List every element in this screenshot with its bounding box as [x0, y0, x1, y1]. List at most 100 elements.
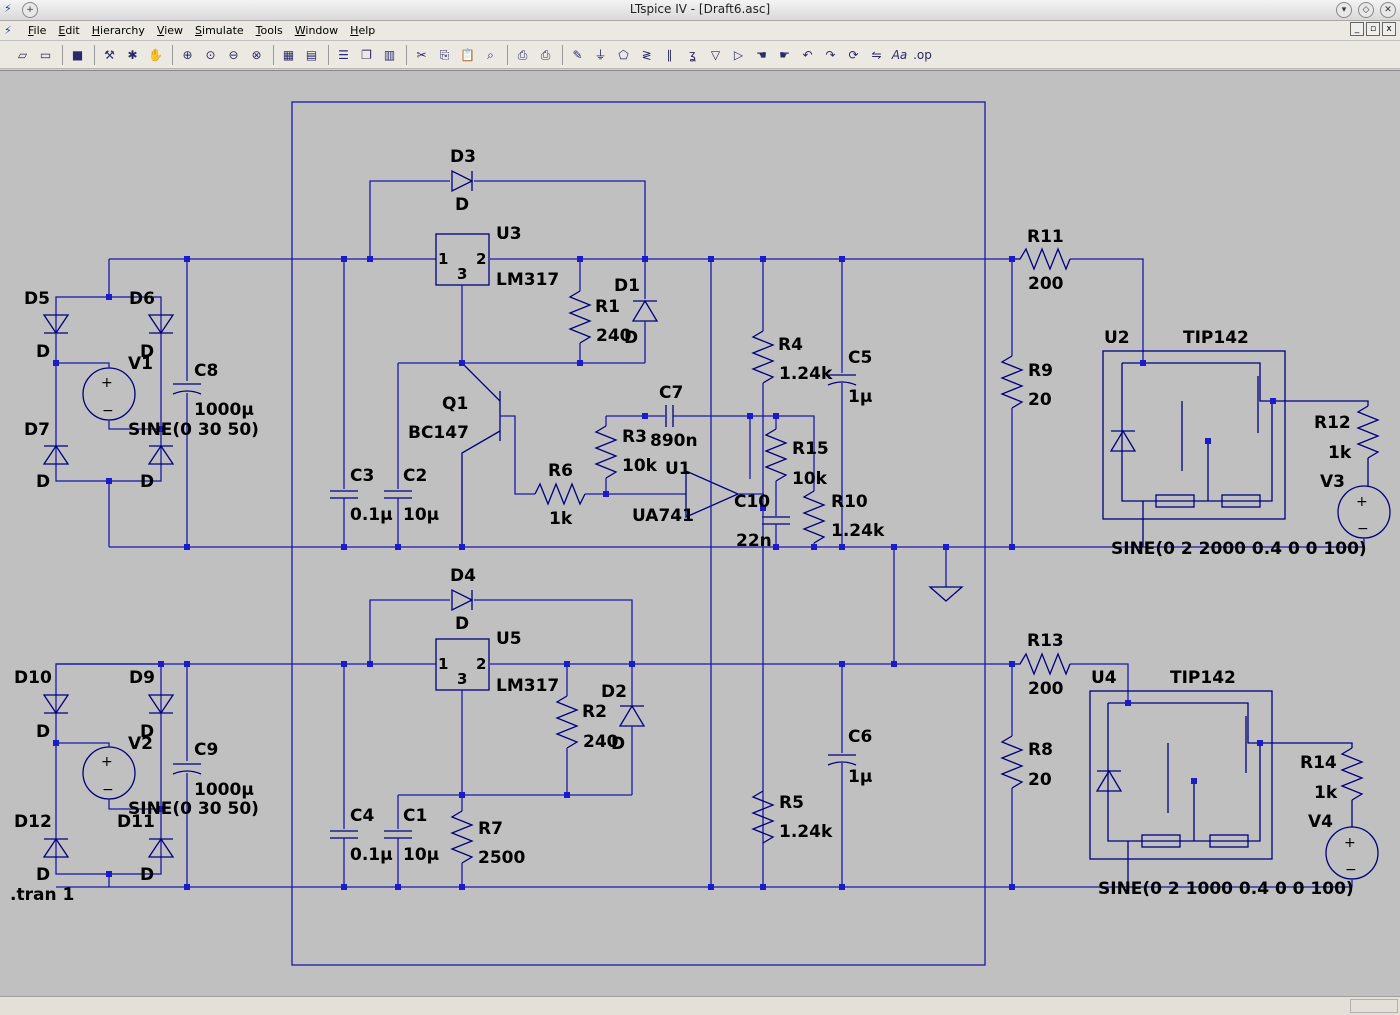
- run-icon[interactable]: ✱: [127, 47, 138, 62]
- move-icon[interactable]: ☚: [756, 47, 767, 62]
- print-setup-icon[interactable]: ⎙: [517, 47, 528, 62]
- label-r15-value: 10k: [792, 469, 828, 489]
- label-d8-value: D: [140, 472, 154, 492]
- mirror-icon[interactable]: ⇋: [871, 47, 882, 62]
- undo-icon[interactable]: ↶: [802, 47, 813, 62]
- svg-text:+: +: [1356, 494, 1368, 510]
- label-d9-value: D: [140, 722, 154, 742]
- doc-minimize-button[interactable]: _: [1350, 22, 1364, 36]
- zoom-out-icon[interactable]: ⊖: [228, 47, 239, 62]
- menu-window[interactable]: Window: [294, 24, 339, 37]
- u4-tip142[interactable]: [1089, 690, 1273, 860]
- tile-horizontal-icon[interactable]: ☰: [338, 47, 349, 62]
- ground-icon[interactable]: ⏚: [594, 47, 607, 62]
- label-u3: U3: [496, 224, 522, 244]
- label-u3-pin3: 3: [457, 265, 467, 283]
- hammer-icon[interactable]: ⚒: [104, 47, 115, 62]
- menu-file[interactable]: File: [28, 24, 47, 37]
- drag-icon[interactable]: ☛: [779, 47, 790, 62]
- label-icon[interactable]: ⬠: [618, 47, 629, 62]
- paste-icon[interactable]: 📋: [460, 47, 475, 62]
- zoom-in-icon[interactable]: ⊕: [182, 47, 193, 62]
- tile-vertical-icon[interactable]: ▥: [383, 47, 396, 62]
- inductor-icon[interactable]: ʓ: [689, 47, 696, 62]
- label-d3: D3: [450, 147, 476, 167]
- resistor-icon[interactable]: ≷: [641, 47, 652, 62]
- menu-simulate[interactable]: Simulate: [195, 24, 244, 37]
- component-icon[interactable]: ▷: [733, 47, 744, 62]
- menu-edit[interactable]: Edit: [58, 24, 80, 37]
- svg-text:−: −: [102, 782, 114, 798]
- print-icon[interactable]: ⎙: [540, 47, 551, 62]
- menu-help[interactable]: Help: [350, 24, 376, 37]
- open-icon[interactable]: ▭: [39, 47, 52, 62]
- label-v1-source: SINE(0 30 50): [128, 420, 259, 440]
- zoom-cancel-icon[interactable]: ⊗: [251, 47, 262, 62]
- pan-icon[interactable]: ⊙: [205, 47, 216, 62]
- label-c8-value: 1000µ: [194, 400, 254, 420]
- label-d6-value: D: [140, 342, 154, 362]
- spice-directive-tran[interactable]: .tran 1: [10, 885, 74, 905]
- halt-icon[interactable]: ✋: [148, 47, 163, 62]
- label-r4: R4: [778, 335, 803, 355]
- wire-icon[interactable]: ✎: [572, 47, 583, 62]
- redo-icon[interactable]: ↷: [825, 47, 836, 62]
- new-schematic-icon[interactable]: ▱: [17, 47, 28, 62]
- label-r12: R12: [1314, 413, 1351, 433]
- label-q1: Q1: [442, 394, 468, 414]
- menu-hierarchy[interactable]: Hierarchy: [91, 24, 145, 37]
- ltspice-app-icon[interactable]: ⚡: [4, 2, 12, 15]
- text-icon[interactable]: Aa: [891, 47, 908, 62]
- schematic-canvas[interactable]: .w{stroke:#1a1aa8;stroke-width:1.3;fill:…: [0, 70, 1400, 997]
- maximize-button[interactable]: ◇: [1358, 2, 1374, 18]
- label-c7-value: 890n: [650, 431, 698, 451]
- u2-tip142[interactable]: [1102, 350, 1286, 520]
- menu-tools[interactable]: Tools: [255, 24, 283, 37]
- svg-text:−: −: [1345, 862, 1357, 878]
- netlist-icon[interactable]: ▤: [305, 47, 318, 62]
- waveform-icon[interactable]: ▦: [282, 47, 295, 62]
- minimize-button[interactable]: ▾: [1336, 2, 1352, 18]
- label-ua741: UA741: [632, 506, 694, 526]
- menu-view[interactable]: View: [156, 24, 184, 37]
- label-r11-value: 200: [1028, 274, 1064, 294]
- label-c1-value: 10µ: [403, 845, 439, 865]
- label-d12: D12: [14, 812, 52, 832]
- close-button[interactable]: ✕: [1380, 2, 1396, 18]
- capacitor-icon[interactable]: ∥: [666, 47, 673, 62]
- menu-bar: ⚡ File Edit Hierarchy View Simulate Tool…: [0, 21, 1400, 41]
- label-r6-value: 1k: [549, 509, 573, 529]
- u1-opamp[interactable]: [685, 470, 740, 518]
- label-r6: R6: [548, 461, 573, 481]
- spice-directive-icon[interactable]: .op: [913, 47, 932, 62]
- label-r7-value: 2500: [478, 848, 525, 868]
- label-c1: C1: [403, 806, 427, 826]
- window-title: LTspice IV - [Draft6.asc]: [629, 2, 771, 16]
- toolbar: ▱ ▭ ■ ⚒ ✱ ✋ ⊕ ⊙ ⊖ ⊗ ▦ ▤ ☰ ❐ ▥ ✂ ⎘ 📋 ⌕ ⎙ …: [0, 41, 1400, 69]
- label-d5-value: D: [36, 342, 50, 362]
- label-d3-value: D: [455, 195, 469, 215]
- doc-restore-button[interactable]: ▫: [1366, 22, 1380, 36]
- copy-icon[interactable]: ⎘: [439, 47, 450, 62]
- find-icon[interactable]: ⌕: [487, 47, 494, 62]
- label-v1: V1: [128, 354, 153, 374]
- label-c7: C7: [659, 383, 683, 403]
- save-icon[interactable]: ■: [71, 47, 84, 62]
- label-c8: C8: [194, 361, 218, 381]
- diode-icon[interactable]: ▽: [710, 47, 721, 62]
- doc-close-button[interactable]: x: [1382, 22, 1396, 36]
- label-r13: R13: [1027, 631, 1064, 651]
- label-d1-value: D: [624, 328, 638, 348]
- label-d12-value: D: [36, 865, 50, 885]
- cascade-icon[interactable]: ❐: [361, 47, 372, 62]
- label-r8: R8: [1028, 740, 1053, 760]
- rotate-icon[interactable]: ⟳: [848, 47, 859, 62]
- label-r10: R10: [831, 492, 868, 512]
- cut-icon[interactable]: ✂: [416, 47, 427, 62]
- svg-text:−: −: [1357, 521, 1369, 537]
- label-c4: C4: [350, 806, 374, 826]
- window-menu-button[interactable]: +: [22, 2, 38, 18]
- label-d1: D1: [614, 276, 640, 296]
- doc-menu-icon[interactable]: ⚡: [4, 23, 12, 37]
- label-r9: R9: [1028, 361, 1053, 381]
